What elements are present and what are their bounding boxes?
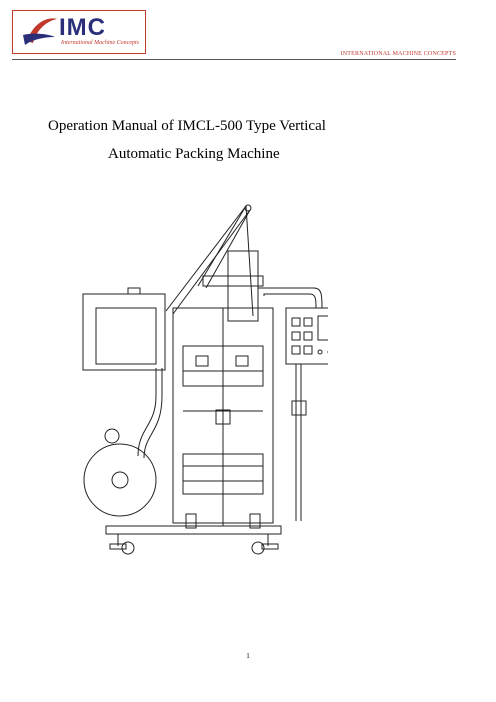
document-title-line-1: Operation Manual of IMCL-500 Type Vertic… [48,118,326,134]
logo-wordmark: IMC [59,14,106,41]
document-title-line-2: Automatic Packing Machine [108,146,280,162]
logo-swoosh-icon [23,18,57,45]
page-number: 1 [246,652,250,660]
header-company-name: INTERNATIONAL MACHINE CONCEPTS [340,51,456,57]
header-divider [12,59,456,60]
machine-drawing [82,204,328,555]
company-logo: IMC International Machine Concepts [12,10,146,54]
logo-tagline: International Machine Concepts [61,40,139,46]
